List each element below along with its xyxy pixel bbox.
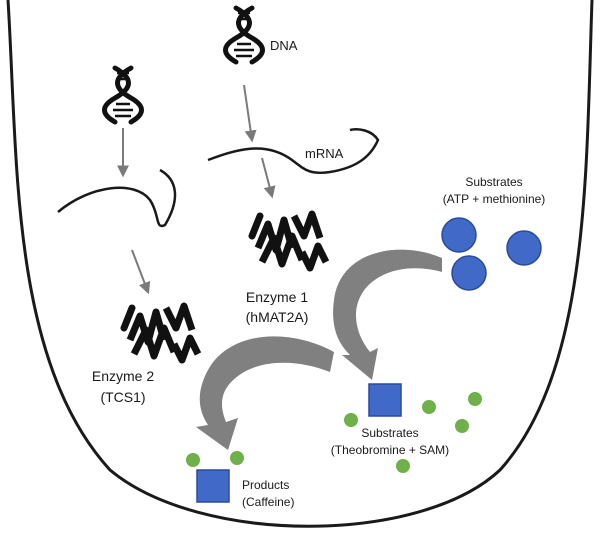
atp-molecule-icon <box>441 217 477 253</box>
methionine-molecule-icon <box>506 230 542 266</box>
sam-molecule-icon <box>396 459 410 473</box>
mrna-strand-right <box>207 128 380 175</box>
byproduct-molecule-icon <box>230 451 244 465</box>
byproduct-molecule-icon <box>186 453 200 467</box>
dna-helix-icon <box>226 8 263 62</box>
cell-outline <box>6 0 594 528</box>
dna-label: DNA <box>270 38 298 53</box>
reaction-arrow-enzyme2 <box>196 336 334 450</box>
theobromine-molecule-icon <box>368 383 402 417</box>
dna-helix-icon <box>105 68 142 122</box>
enzyme2-subtitle: (TCS1) <box>100 389 145 405</box>
enzyme1-protein-icon <box>252 214 326 268</box>
enzyme1-subtitle: (hMAT2A) <box>246 309 309 325</box>
substrates-top-title: Substrates <box>465 175 522 189</box>
atp-molecule-icon <box>451 255 487 291</box>
enzyme1-title: Enzyme 1 <box>246 289 308 305</box>
substrates-top-subtitle: (ATP + methionine) <box>443 192 546 206</box>
enzyme2-title: Enzyme 2 <box>92 368 154 384</box>
mrna-label: mRNA <box>305 146 344 161</box>
sam-molecule-icon <box>468 392 482 406</box>
sam-molecule-icon <box>344 413 358 427</box>
products-subtitle: (Caffeine) <box>242 495 294 509</box>
substrates-bottom-subtitle: (Theobromine + SAM) <box>331 443 449 457</box>
dna-to-mrna-arrow-right <box>243 84 257 143</box>
products-title: Products <box>242 478 289 492</box>
reaction-arrow-enzyme1 <box>333 249 442 380</box>
mrna-to-enzyme2-arrow <box>131 249 151 295</box>
mrna-to-enzyme1-arrow <box>261 157 276 199</box>
caffeine-molecule-icon <box>196 469 230 503</box>
sam-molecule-icon <box>455 419 469 433</box>
mrna-strand-left <box>57 168 177 228</box>
sam-molecule-icon <box>422 400 436 414</box>
enzyme2-protein-icon <box>124 306 198 360</box>
substrates-bottom-title: Substrates <box>361 426 418 440</box>
